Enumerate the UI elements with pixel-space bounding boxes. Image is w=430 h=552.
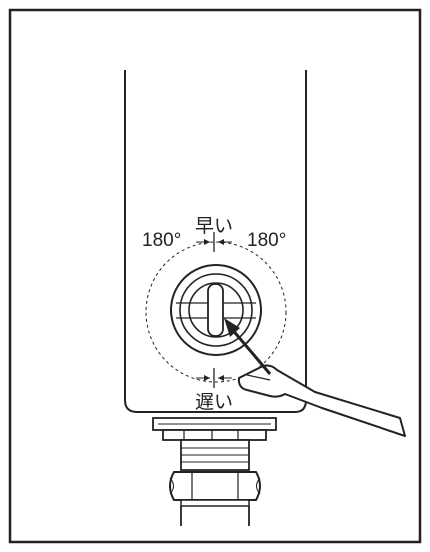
adjustment-range-circle (145, 241, 287, 383)
label-slow: 遅い (195, 392, 233, 413)
device-body (124, 70, 307, 413)
label-fast: 早い (195, 216, 233, 237)
label-angle-left: 180° (142, 230, 181, 251)
pipe-fitting (152, 417, 277, 526)
adjustment-screw[interactable] (170, 264, 262, 356)
screw-slot (207, 283, 224, 337)
fast-marker (196, 232, 232, 252)
label-angle-right: 180° (247, 230, 286, 251)
pointer-arrow (224, 318, 272, 375)
slow-marker (196, 368, 232, 388)
screwdriver (237, 364, 406, 437)
frame-border (8, 8, 422, 544)
hex-nut (169, 471, 261, 501)
